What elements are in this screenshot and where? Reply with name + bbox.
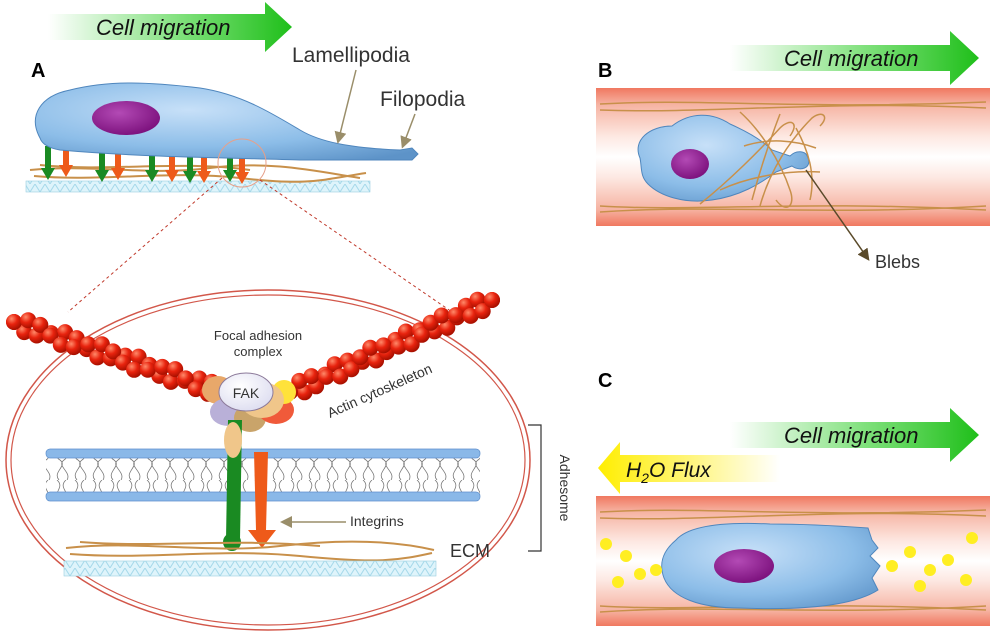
panel-c: C Cell migration H2O Flux: [596, 370, 990, 626]
tangled-fibers-b: [699, 111, 826, 208]
actin-bead: [397, 323, 414, 340]
actin-bead: [439, 319, 456, 336]
substrate-glass-top: [25, 180, 371, 193]
water-molecule: [960, 574, 972, 586]
fak-label: FAK: [233, 385, 260, 401]
water-molecule: [924, 564, 936, 576]
actin-bead: [362, 339, 379, 356]
actin-bead: [352, 349, 369, 366]
nucleus-c: [714, 549, 774, 583]
actin-bead: [6, 314, 22, 330]
water-molecule: [886, 560, 898, 572]
actin-bead: [162, 373, 179, 390]
ecm-fibers-top: [29, 164, 367, 183]
actin-bead: [390, 338, 407, 355]
cell-migration-label-b: Cell migration: [784, 46, 919, 71]
nucleus-b: [671, 149, 709, 179]
water-molecule: [600, 538, 612, 550]
actin-bead: [20, 312, 37, 329]
adhesome-zoom-circle: [5, 289, 531, 631]
h2o-flux-label: H2O Flux: [626, 459, 712, 486]
actin-bead: [474, 303, 491, 320]
lamellipodia-label: Lamellipodia: [292, 44, 410, 67]
actin-bead: [318, 368, 335, 385]
actin-bead: [42, 327, 59, 344]
actin-bead: [303, 368, 320, 385]
fak-protein: [218, 372, 274, 412]
panel-c-letter: C: [598, 370, 612, 392]
actin-bead: [447, 307, 464, 324]
water-molecule: [650, 564, 662, 576]
actin-bead: [154, 358, 171, 375]
h2o-flux-arrow: H2O Flux: [598, 442, 780, 494]
integrins-top: [41, 143, 249, 184]
focal-adhesion-complex: FAK: [202, 372, 296, 432]
blebs-pointer: [805, 169, 870, 261]
actin-bead: [52, 336, 69, 353]
actin-bead: [65, 339, 82, 356]
actin-bead: [105, 343, 122, 360]
water-molecule: [942, 554, 954, 566]
filopodia-pointer: [400, 113, 416, 149]
cell-migration-label-a: Cell migration: [96, 15, 231, 40]
ecm-fibers-bottom: [65, 540, 435, 562]
substrate-glass-bottom: [63, 560, 437, 577]
panel-b-letter: B: [598, 60, 612, 82]
integrins-label: Integrins: [350, 513, 404, 529]
actin-bead: [484, 292, 500, 308]
actin-bead: [326, 356, 343, 373]
vessel-b-fibers: [599, 101, 987, 213]
focal-adhesion-label-1: Focal adhesion: [214, 328, 302, 343]
actin-bead: [187, 381, 204, 398]
water-molecule: [904, 546, 916, 558]
cell-migration-label-c: Cell migration: [784, 423, 919, 448]
actin-bead: [343, 361, 360, 378]
cell-migration-arrow-b: Cell migration: [730, 31, 979, 85]
integrin-pair: [223, 420, 276, 551]
actin-bead: [130, 348, 147, 365]
actin-bead: [403, 336, 420, 353]
blebs-label: Blebs: [875, 252, 920, 272]
actin-bead: [32, 316, 49, 333]
actin-cytoskeleton: [6, 291, 500, 402]
actin-bead: [80, 336, 97, 353]
water-molecule: [620, 550, 632, 562]
nucleus-a: [92, 101, 160, 135]
actin-bead: [126, 361, 143, 378]
filopodia-label: Filopodia: [380, 88, 466, 111]
actin-bead: [462, 307, 479, 324]
actin-bead: [375, 337, 392, 354]
zoom-line-left: [67, 177, 223, 313]
zoom-line-right: [259, 179, 453, 313]
cell-migration-arrow-c: Cell migration: [730, 408, 979, 462]
panel-b: B Cell migration Blebs: [596, 31, 990, 272]
actin-bead: [291, 372, 308, 389]
zoom-source-circle: [217, 138, 267, 188]
ecm-label: ECM: [450, 541, 490, 561]
actin-bead: [89, 349, 106, 366]
adhesome-bracket: [528, 424, 542, 552]
cell-migration-arrow-a: Cell migration: [48, 2, 292, 52]
panel-a: Cell migration A: [5, 2, 573, 631]
actin-bead: [177, 370, 194, 387]
water-molecules: [600, 532, 978, 592]
panel-a-letter: A: [31, 60, 45, 82]
water-molecule: [634, 568, 646, 580]
water-molecule: [612, 576, 624, 588]
adhesome-label: Adhesome: [557, 455, 573, 522]
actin-bead: [139, 361, 156, 378]
actin-bead: [433, 307, 450, 324]
actin-bead: [413, 326, 430, 343]
water-molecule: [966, 532, 978, 544]
actin-bead: [167, 361, 184, 378]
lamellipodia-pointer: [334, 69, 357, 144]
focal-adhesion-label-2: complex: [234, 344, 283, 359]
water-molecule: [914, 580, 926, 592]
